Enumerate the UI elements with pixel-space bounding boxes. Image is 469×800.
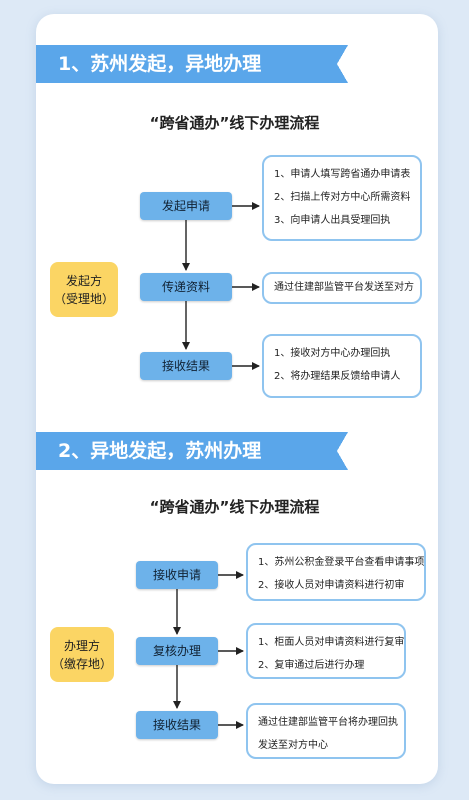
note-line: 2、将办理结果反馈给申请人 xyxy=(274,371,401,382)
section-1-note-1: 1、申请人填写跨省通办申请表 2、扫描上传对方中心所需资料 3、向申请人出具受理… xyxy=(262,155,422,241)
note-line: 1、苏州公积金登录平台查看申请事项 xyxy=(258,557,425,568)
note-line: 3、向申请人出具受理回执 xyxy=(274,215,391,226)
section-2-note-2: 1、柜面人员对申请资料进行复审 2、复审通过后进行办理 xyxy=(246,623,406,679)
section-2-note-3: 通过住建部监管平台将办理回执 发送至对方中心 xyxy=(246,703,406,759)
section-2-role-badge: 办理方 （缴存地） xyxy=(50,627,114,682)
note-line: 通过住建部监管平台发送至对方 xyxy=(274,282,414,293)
section-2-role-name: 办理方 xyxy=(63,639,100,653)
section-2-note-1: 1、苏州公积金登录平台查看申请事项 2、接收人员对申请资料进行初审 xyxy=(246,543,426,601)
step-receive-application: 接收申请 xyxy=(136,561,218,589)
note-line: 1、申请人填写跨省通办申请表 xyxy=(274,169,411,180)
step-receive-result-2: 接收结果 xyxy=(136,711,218,739)
step-submit-application: 发起申请 xyxy=(140,192,232,220)
section-1-flow-title: “跨省通办”线下办理流程 xyxy=(149,114,320,132)
section-1-banner-text: 1、苏州发起，异地办理 xyxy=(58,53,262,75)
section-1-banner: 1、苏州发起，异地办理 xyxy=(36,45,348,83)
note-line: 1、接收对方中心办理回执 xyxy=(274,348,391,359)
note-line: 2、复审通过后进行办理 xyxy=(258,660,365,671)
section-1-note-2: 通过住建部监管平台发送至对方 xyxy=(262,272,422,304)
note-line: 通过住建部监管平台将办理回执 xyxy=(258,717,398,728)
section-1-role-name: 发起方 xyxy=(65,274,102,288)
section-1-role-sub: （受理地） xyxy=(53,292,114,306)
note-line: 2、接收人员对申请资料进行初审 xyxy=(258,580,405,591)
note-line: 1、柜面人员对申请资料进行复审 xyxy=(258,637,405,648)
section-1-note-3: 1、接收对方中心办理回执 2、将办理结果反馈给申请人 xyxy=(262,334,422,398)
note-line: 2、扫描上传对方中心所需资料 xyxy=(274,192,411,203)
step-receive-result-1: 接收结果 xyxy=(140,352,232,380)
section-2-role-sub: （缴存地） xyxy=(51,657,112,671)
note-line: 发送至对方中心 xyxy=(258,740,328,751)
section-1-role-badge: 发起方 （受理地） xyxy=(50,262,118,317)
step-transfer-materials: 传递资料 xyxy=(140,273,232,301)
section-2-flow-title: “跨省通办”线下办理流程 xyxy=(149,498,320,516)
step-review-process: 复核办理 xyxy=(136,637,218,665)
section-2-banner: 2、异地发起，苏州办理 xyxy=(36,432,348,470)
section-2-banner-text: 2、异地发起，苏州办理 xyxy=(58,440,262,462)
